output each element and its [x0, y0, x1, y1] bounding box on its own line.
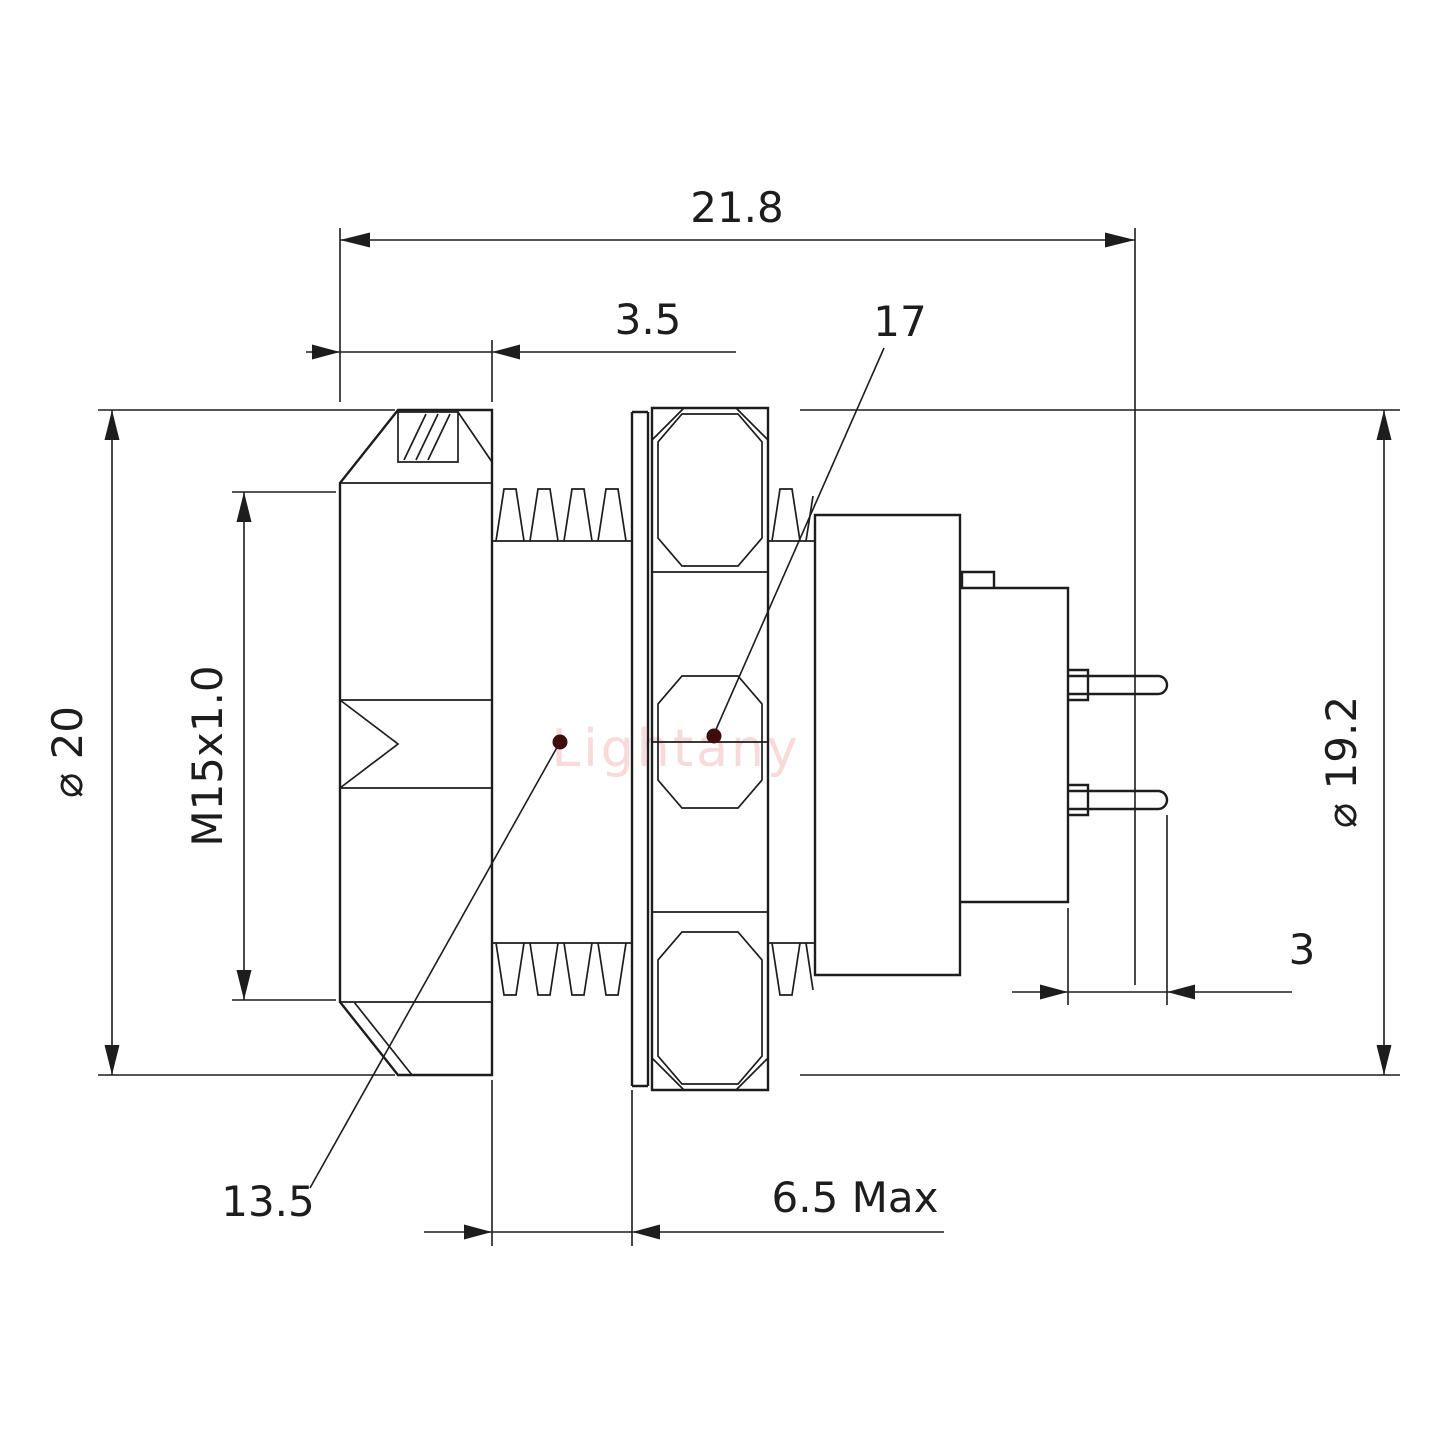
dim-lines — [339, 228, 1136, 985]
leader-dot — [552, 734, 568, 750]
dim-lines — [424, 1080, 944, 1246]
dim-label-pin-length: 3 — [1289, 925, 1316, 974]
connector-body — [813, 513, 1169, 977]
dim-label-flange-thickness: 3.5 — [615, 295, 682, 344]
dim-hex-across-flats: 17 — [706, 297, 927, 744]
dim-lines — [232, 491, 336, 1001]
dim-total-length: 21.8 — [339, 183, 1136, 985]
hex-nut — [650, 406, 770, 1092]
dim-label-hex-across-flats: 17 — [873, 297, 926, 346]
dim-front-diameter: ⌀ 20 — [43, 409, 395, 1076]
dim-label-panel-max: 6.5 Max — [772, 1173, 939, 1222]
front-flange — [338, 408, 494, 1077]
dim-flange-thickness: 3.5 — [306, 295, 736, 402]
dim-thread-length: 13.5 — [221, 734, 568, 1226]
dim-pin-length: 3 — [1012, 815, 1315, 1005]
dim-label-front-diameter: ⌀ 20 — [43, 706, 92, 798]
leader-line — [713, 347, 885, 735]
arrowhead — [236, 492, 252, 522]
arrowhead — [1376, 1045, 1392, 1075]
arrowhead — [104, 1045, 120, 1075]
arrowhead — [1167, 984, 1195, 1000]
dim-rear-diameter: ⌀ 19.2 — [800, 409, 1400, 1076]
arrowhead — [1376, 410, 1392, 440]
arrowhead — [340, 232, 370, 248]
dim-lines — [1012, 815, 1292, 1005]
dim-label-rear-diameter: ⌀ 19.2 — [1317, 696, 1366, 828]
watermark-text: Lightany — [551, 719, 800, 779]
leader-dot — [706, 728, 722, 744]
dim-thread-spec: M15x1.0 — [183, 491, 336, 1001]
arrowhead — [632, 1224, 660, 1240]
thread-left — [492, 488, 632, 996]
front-flange-details — [339, 411, 493, 1076]
arrowhead — [236, 970, 252, 1000]
dim-lines — [800, 409, 1400, 1076]
arrowhead — [1105, 232, 1135, 248]
arrowhead — [104, 410, 120, 440]
arrowhead — [492, 344, 520, 360]
dim-lines — [306, 340, 736, 402]
leader-line — [309, 741, 561, 1189]
arrowhead — [464, 1224, 492, 1240]
arrowhead — [312, 344, 340, 360]
dim-lines — [98, 409, 395, 1076]
dim-label-thread-length: 13.5 — [221, 1177, 315, 1226]
dim-label-thread-spec: M15x1.0 — [183, 665, 232, 846]
arrowhead — [1040, 984, 1068, 1000]
dim-label-total-length: 21.8 — [690, 183, 784, 232]
dim-panel-max: 6.5 Max — [424, 1080, 944, 1246]
panel-washer — [630, 410, 650, 1088]
